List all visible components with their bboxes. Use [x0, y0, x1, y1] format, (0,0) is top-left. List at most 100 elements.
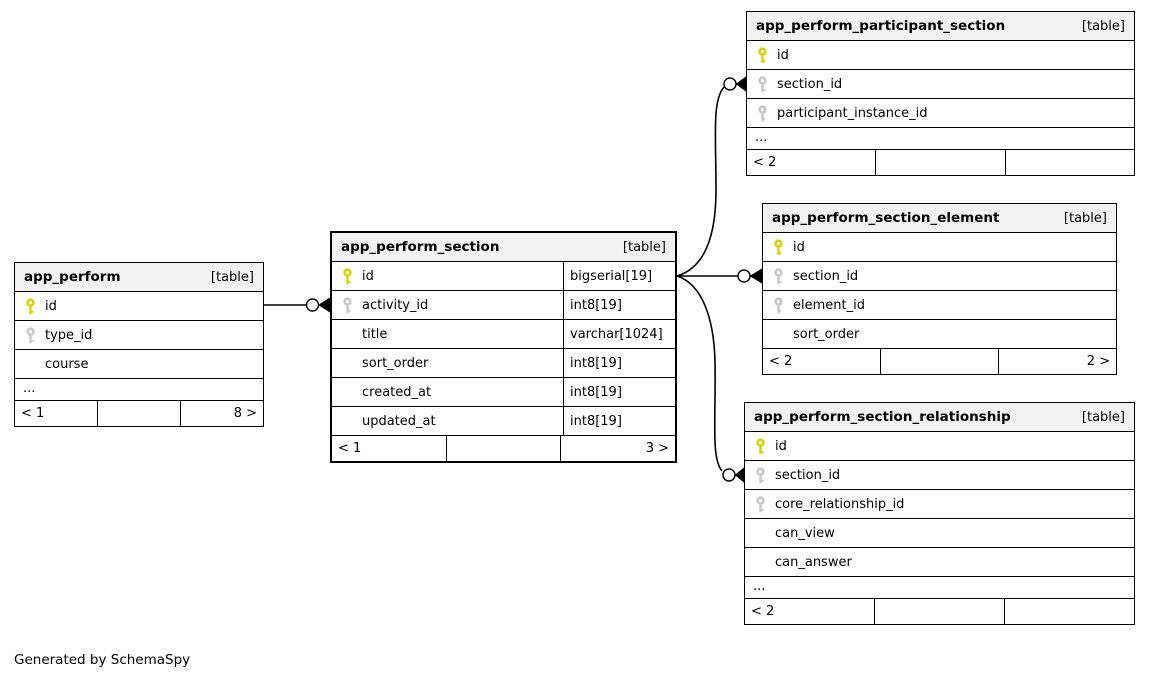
column-name: sort_order [793, 326, 860, 342]
column-type: bigserial[19] [563, 262, 675, 290]
footer-left: < 2 [747, 150, 877, 175]
column-name: core_relationship_id [775, 496, 905, 512]
footer-left: < 1 [15, 401, 98, 426]
foreign-key-icon [745, 466, 775, 484]
table-title: app_perform [24, 269, 121, 285]
primary-key-icon [763, 238, 793, 256]
zero-circle [723, 77, 737, 91]
table-header[interactable]: app_perform_section [table] [332, 233, 675, 262]
zero-circle [737, 269, 751, 283]
column-type: int8[19] [563, 291, 675, 319]
foreign-key-icon [747, 104, 777, 122]
column-row: id bigserial[19] [332, 262, 675, 291]
footer-right: 2 > [1086, 354, 1110, 369]
footer-left: < 1 [332, 436, 447, 461]
table-footer: < 2 [745, 599, 1134, 624]
footer-right [1006, 150, 1134, 175]
column-name: id [45, 298, 57, 314]
foreign-key-icon [747, 75, 777, 93]
crow-foot-arrow [749, 268, 763, 284]
table-app_perform_section_relationship[interactable]: app_perform_section_relationship [table]… [744, 402, 1135, 625]
footer-mid [876, 150, 1006, 175]
table-tag: [table] [1063, 210, 1107, 226]
table-header[interactable]: app_perform_participant_section [table] [747, 12, 1134, 41]
column-name: sort_order [362, 355, 429, 371]
column-name: id [775, 438, 787, 454]
column-row: course [15, 350, 263, 379]
table-app_perform_section[interactable]: app_perform_section [table] id bigserial… [330, 231, 677, 463]
zero-circle [722, 468, 736, 482]
foreign-key-icon [763, 296, 793, 314]
column-name: course [45, 356, 89, 372]
column-row: section_id [763, 262, 1116, 291]
footer-mid [98, 401, 181, 426]
table-tag: [table] [622, 239, 666, 255]
column-row: id [763, 233, 1116, 262]
column-row: id [747, 41, 1134, 70]
column-type: varchar[1024] [563, 320, 675, 348]
column-name: id [777, 47, 789, 63]
column-name: id [793, 239, 805, 255]
column-row: created_at int8[19] [332, 378, 675, 407]
foreign-key-icon [15, 326, 45, 344]
primary-key-icon [15, 297, 45, 315]
table-header[interactable]: app_perform_section_relationship [table] [745, 403, 1134, 432]
footer-right: 8 > [233, 406, 257, 421]
column-name: section_id [777, 76, 843, 92]
table-tag: [table] [1081, 18, 1125, 34]
ellipsis-row: ... [15, 379, 263, 401]
table-header[interactable]: app_perform_section_element [table] [763, 204, 1116, 233]
column-row: section_id [747, 70, 1134, 99]
generated-by-note: Generated by SchemaSpy [14, 652, 191, 668]
column-row: type_id [15, 321, 263, 350]
table-title: app_perform_section_relationship [754, 409, 1011, 425]
footer-mid [881, 349, 999, 374]
column-row: updated_at int8[19] [332, 407, 675, 436]
column-row: sort_order [763, 320, 1116, 349]
column-name: updated_at [362, 413, 436, 429]
column-name: title [362, 326, 388, 342]
table-footer: < 2 [747, 150, 1134, 175]
crow-foot-arrow [318, 297, 331, 313]
footer-mid [875, 599, 1005, 624]
table-footer: < 1 3 > [332, 436, 675, 461]
footer-left: < 2 [763, 349, 881, 374]
primary-key-icon [332, 267, 362, 285]
ellipsis-row: ... [745, 577, 1134, 599]
footer-right: 3 > [645, 441, 670, 456]
crow-foot-arrow [734, 466, 745, 484]
column-row: can_answer [745, 548, 1134, 577]
foreign-key-icon [763, 267, 793, 285]
column-name: id [362, 268, 374, 284]
column-name: type_id [45, 327, 93, 343]
column-name: participant_instance_id [777, 105, 928, 121]
table-footer: < 2 2 > [763, 349, 1116, 374]
column-name: can_view [775, 525, 835, 541]
column-row: id [15, 292, 263, 321]
column-type: int8[19] [563, 407, 675, 435]
column-name: section_id [775, 467, 841, 483]
column-row: sort_order int8[19] [332, 349, 675, 378]
primary-key-icon [747, 46, 777, 64]
table-tag: [table] [210, 269, 254, 285]
column-type: int8[19] [563, 378, 675, 406]
column-row: element_id [763, 291, 1116, 320]
column-row: id [745, 432, 1134, 461]
ellipsis-row: ... [747, 128, 1134, 150]
footer-right [1005, 599, 1134, 624]
footer-mid [447, 436, 562, 461]
edge-section-to-relationship [676, 275, 723, 472]
column-name: section_id [793, 268, 859, 284]
table-app_perform_participant_section[interactable]: app_perform_participant_section [table] … [746, 11, 1135, 176]
column-name: activity_id [362, 297, 429, 313]
column-row: activity_id int8[19] [332, 291, 675, 320]
footer-left: < 2 [745, 599, 875, 624]
table-footer: < 1 8 > [15, 401, 263, 426]
table-header[interactable]: app_perform [table] [15, 263, 263, 292]
table-app_perform_section_element[interactable]: app_perform_section_element [table] id s… [762, 203, 1117, 375]
column-name: created_at [362, 384, 432, 400]
table-app_perform[interactable]: app_perform [table] id type_id course ..… [14, 262, 264, 427]
primary-key-icon [745, 437, 775, 455]
column-row: can_view [745, 519, 1134, 548]
crow-foot-arrow [735, 76, 747, 92]
